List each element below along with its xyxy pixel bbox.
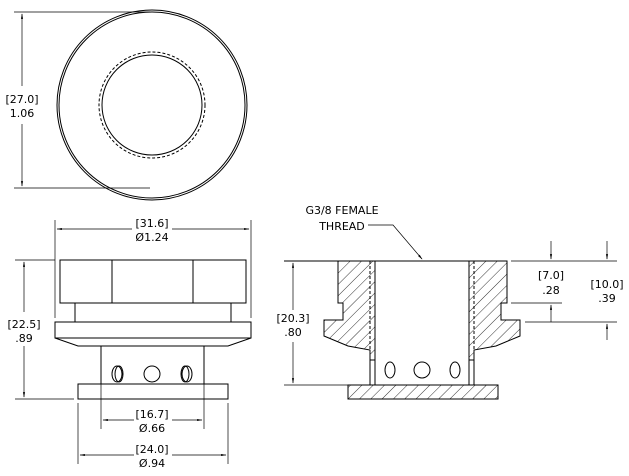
section-base: [347, 384, 499, 400]
dim-24-0-imperial: Ø.94: [139, 457, 165, 470]
base-plate: [77, 383, 229, 400]
dim-22-5-imperial: .89: [15, 332, 33, 345]
section-wall-left: [323, 260, 376, 361]
port-hole: [449, 361, 461, 379]
dim-31-6-metric: [31.6]: [135, 217, 168, 230]
dim-27-imperial: 1.06: [10, 107, 35, 120]
top-view: [27.0] 1.06: [5, 9, 248, 201]
hex-body: [59, 259, 247, 304]
port-hole: [143, 365, 161, 383]
front-view: [31.6] Ø1.24 [22.5] .89 [16.7] Ø.66 [24.…: [7, 217, 252, 470]
thread-circle: [98, 51, 206, 159]
thread-note-line2: THREAD: [318, 220, 365, 233]
dim-20-3-imperial: .80: [284, 326, 302, 339]
dim-10-0-metric: [10.0]: [590, 278, 623, 291]
flange-chamfer: [54, 337, 252, 347]
thread-leader: [368, 224, 423, 260]
dim-7-0-imperial: .28: [542, 284, 560, 297]
dim-7-0-metric: [7.0]: [538, 269, 564, 282]
port-hole: [413, 361, 431, 379]
dim-16-7-metric: [16.7]: [135, 408, 168, 421]
port-hole: [111, 365, 123, 383]
outer-circle: [56, 9, 248, 201]
dim-24-0-metric: [24.0]: [135, 443, 168, 456]
bore-circle: [101, 54, 203, 156]
dim-31-6-imperial: Ø1.24: [135, 231, 168, 244]
section-wall-right: [468, 260, 521, 361]
port-hole: [384, 361, 396, 379]
dim-27-metric: [27.0]: [5, 93, 38, 106]
outer-circle-edge: [58, 11, 246, 199]
port-hole-edge: [180, 365, 190, 383]
flange: [54, 321, 252, 339]
dim-10-0-imperial: .39: [598, 292, 616, 305]
thread-note-line1: G3/8 FEMALE: [305, 204, 378, 217]
port-hole-edge: [114, 365, 124, 383]
dim-20-3-metric: [20.3]: [276, 312, 309, 325]
section-view: [20.3] .80 G3/8 FEMALE THREAD [7.0] .28 …: [276, 204, 624, 400]
dim-22-5-metric: [22.5]: [7, 318, 40, 331]
dim-16-7-imperial: Ø.66: [139, 422, 165, 435]
port-hole: [181, 365, 193, 383]
